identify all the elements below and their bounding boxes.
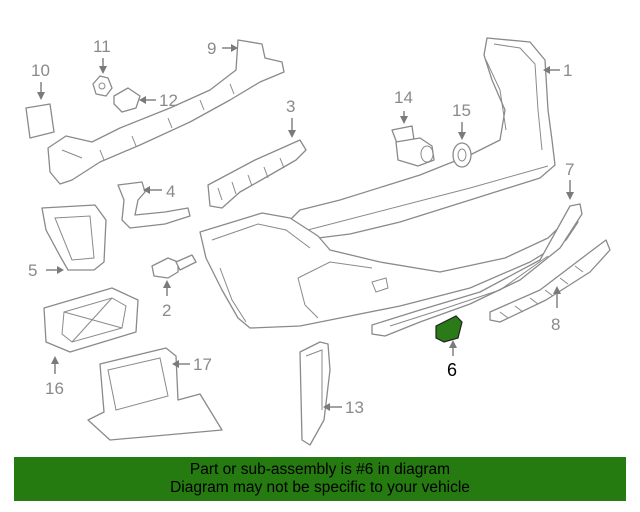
callout-9: 9 xyxy=(207,39,216,58)
part-1-bumper-cover xyxy=(289,37,556,239)
callout-2: 2 xyxy=(162,301,171,320)
callout-12: 12 xyxy=(159,91,178,110)
callout-15: 15 xyxy=(452,101,471,120)
part-5-bracket xyxy=(41,204,107,271)
info-banner: Part or sub-assembly is #6 in diagram Di… xyxy=(14,457,626,501)
parts-diagram: 1 2 3 4 5 6 xyxy=(25,37,611,446)
callout-1: 1 xyxy=(563,61,572,80)
banner-line-2: Diagram may not be specific to your vehi… xyxy=(170,479,470,496)
callout-7: 7 xyxy=(565,160,574,179)
part-3-bracket xyxy=(207,139,307,209)
callout-5: 5 xyxy=(28,261,37,280)
part-2-bolt xyxy=(151,254,197,279)
callout-10: 10 xyxy=(31,61,50,80)
callout-16: 16 xyxy=(45,379,64,398)
callout-17: 17 xyxy=(193,355,212,374)
callout-14: 14 xyxy=(394,88,413,107)
part-12-clip xyxy=(113,87,141,113)
callout-11: 11 xyxy=(93,37,111,56)
callout-8: 8 xyxy=(551,315,560,334)
part-7-trim xyxy=(371,203,583,337)
callout-3: 3 xyxy=(286,97,295,116)
callout-6: 6 xyxy=(447,360,457,380)
part-8-bracket xyxy=(489,239,611,323)
part-9-reinforcement xyxy=(47,39,285,185)
part-13-reflector xyxy=(299,341,331,446)
part-6-cap xyxy=(435,315,463,343)
banner-line-1: Part or sub-assembly is #6 in diagram xyxy=(189,461,451,478)
part-17-bracket-frame xyxy=(87,347,223,441)
callout-13: 13 xyxy=(345,398,364,417)
part-16-radar-module xyxy=(43,287,139,353)
part-4-bracket xyxy=(117,181,191,229)
bumper-lower-cover xyxy=(199,212,579,329)
part-14-sensor xyxy=(391,125,435,167)
callout-4: 4 xyxy=(166,182,175,201)
part-11-nut xyxy=(92,75,113,97)
part-15-grommet xyxy=(452,142,472,168)
part-10-plate xyxy=(25,103,55,139)
